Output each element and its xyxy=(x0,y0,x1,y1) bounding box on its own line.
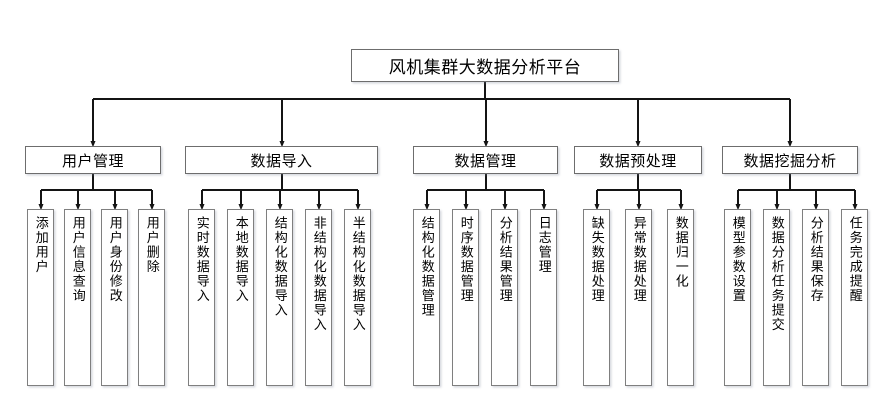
group-node-label-user-management: 用户管理 xyxy=(61,152,124,170)
leaf-node-label: 日志管理 xyxy=(536,216,552,274)
leaf-node-data-mining-analysis-数据分析任务提交[interactable]: 数据分析任务提交 xyxy=(763,209,790,386)
leaf-node-user-management-用户信息查询[interactable]: 用户信息查询 xyxy=(64,209,91,386)
group-node-label-data-preprocessing: 数据预处理 xyxy=(599,152,677,170)
root-node-label: 风机集群大数据分析平台 xyxy=(388,58,582,77)
leaf-node-data-import-结构化数据导入[interactable]: 结构化数据导入 xyxy=(266,209,293,386)
leaf-node-data-management-时序数据管理[interactable]: 时序数据管理 xyxy=(452,209,479,386)
leaf-node-data-management-结构化数据管理[interactable]: 结构化数据管理 xyxy=(413,209,440,386)
leaf-node-data-mining-analysis-分析结果保存[interactable]: 分析结果保存 xyxy=(802,209,829,386)
group-node-label-data-mining-analysis: 数据挖掘分析 xyxy=(743,152,837,170)
group-node-label-data-import: 数据导入 xyxy=(250,152,313,170)
leaf-node-data-import-实时数据导入[interactable]: 实时数据导入 xyxy=(188,209,215,386)
group-node-data-management[interactable]: 数据管理 xyxy=(413,146,558,174)
leaf-node-label: 用户身份修改 xyxy=(107,216,123,303)
group-node-data-mining-analysis[interactable]: 数据挖掘分析 xyxy=(722,146,858,174)
leaf-node-data-import-非结构化数据导入[interactable]: 非结构化数据导入 xyxy=(305,209,332,386)
leaf-node-label: 用户删除 xyxy=(144,216,160,274)
leaf-node-label: 分析结果管理 xyxy=(497,216,513,303)
leaf-node-label: 数据分析任务提交 xyxy=(769,216,785,332)
leaf-node-label: 用户信息查询 xyxy=(70,216,86,303)
leaf-node-label: 添加用户 xyxy=(33,216,49,274)
group-node-data-import[interactable]: 数据导入 xyxy=(185,146,378,174)
leaf-node-label: 非结构化数据导入 xyxy=(311,216,327,332)
leaf-node-label: 结构化数据导入 xyxy=(272,216,288,318)
leaf-node-user-management-用户删除[interactable]: 用户删除 xyxy=(138,209,165,386)
leaf-node-data-preprocessing-异常数据处理[interactable]: 异常数据处理 xyxy=(625,209,652,386)
leaf-node-label: 实时数据导入 xyxy=(194,216,210,303)
leaf-node-label: 半结构化数据导入 xyxy=(350,216,366,332)
group-node-data-preprocessing[interactable]: 数据预处理 xyxy=(574,146,702,174)
leaf-node-user-management-用户身份修改[interactable]: 用户身份修改 xyxy=(101,209,128,386)
leaf-node-data-import-半结构化数据导入[interactable]: 半结构化数据导入 xyxy=(344,209,371,386)
leaf-node-label: 分析结果保存 xyxy=(808,216,824,303)
leaf-node-label: 异常数据处理 xyxy=(631,216,647,303)
leaf-node-data-import-本地数据导入[interactable]: 本地数据导入 xyxy=(227,209,254,386)
leaf-node-data-preprocessing-缺失数据处理[interactable]: 缺失数据处理 xyxy=(583,209,610,386)
leaf-node-data-management-分析结果管理[interactable]: 分析结果管理 xyxy=(491,209,518,386)
leaf-node-data-preprocessing-数据归一化[interactable]: 数据归一化 xyxy=(667,209,694,386)
leaf-node-data-mining-analysis-模型参数设置[interactable]: 模型参数设置 xyxy=(724,209,751,386)
leaf-node-label: 缺失数据处理 xyxy=(589,216,605,303)
leaf-node-label: 时序数据管理 xyxy=(458,216,474,303)
root-node[interactable]: 风机集群大数据分析平台 xyxy=(351,49,619,82)
group-node-user-management[interactable]: 用户管理 xyxy=(25,146,161,174)
leaf-node-data-mining-analysis-任务完成提醒[interactable]: 任务完成提醒 xyxy=(841,209,868,386)
leaf-node-label: 本地数据导入 xyxy=(233,216,249,303)
leaf-node-label: 结构化数据管理 xyxy=(419,216,435,318)
leaf-node-user-management-添加用户[interactable]: 添加用户 xyxy=(27,209,54,386)
group-node-label-data-management: 数据管理 xyxy=(454,152,517,170)
leaf-node-label: 数据归一化 xyxy=(673,216,689,289)
leaf-node-label: 模型参数设置 xyxy=(730,216,746,303)
connector-lines xyxy=(38,82,858,211)
leaf-node-data-management-日志管理[interactable]: 日志管理 xyxy=(530,209,557,386)
leaf-node-label: 任务完成提醒 xyxy=(847,216,863,303)
